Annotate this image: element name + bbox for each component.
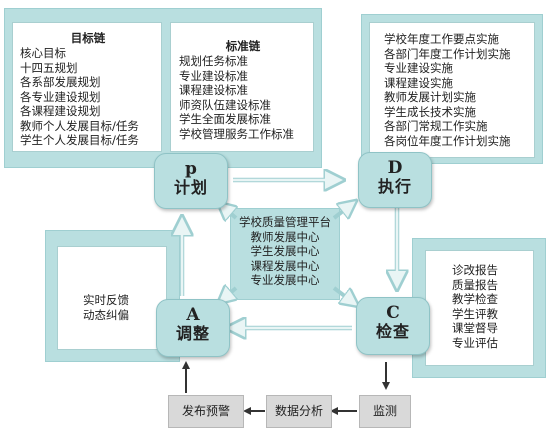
execution-item: 专业建设实施 [384,61,453,75]
center-item: 学校质量管理平台 [239,215,331,229]
act-node: A 调整 [156,299,230,357]
execution-item: 各岗位年度工作计划实施 [384,133,511,148]
standard-item: 课程建设标准 [179,83,248,97]
act-word: 调整 [175,324,210,343]
arrow-center-to-check [332,286,354,303]
execution-item: 教师发展计划实施 [384,90,476,104]
center-platform: 学校质量管理平台 教师发展中心 学生发展中心 课程发展中心 专业发展中心 [230,208,340,300]
do-letter: D [387,158,403,178]
check-list: 诊改报告 质量报告 教学检查 学生评教 课堂督导 专业评估 [452,263,498,350]
standard-item: 学校管理服务工作标准 [179,126,294,141]
monitor-box: 监测 [359,395,411,428]
standard-item: 学生全面发展标准 [179,112,271,126]
center-item: 专业发展中心 [250,273,320,287]
execution-item: 各部门年度工作计划实施 [384,46,511,61]
goal-item: 十四五规划 [20,60,78,75]
check-item: 课堂督导 [452,321,498,335]
center-item: 教师发展中心 [250,229,320,244]
standard-chain-title: 标准链 [225,39,261,53]
arrow-center-to-plan [222,206,236,218]
execution-item: 学生成长技术实施 [384,104,476,119]
execution-item: 课程建设实施 [384,75,453,90]
center-item: 学生发展中心 [250,244,320,258]
check-item: 专业评估 [452,335,498,350]
execution-list: 学校年度工作要点实施 各部门年度工作计划实施 专业建设实施 课程建设实施 教师发… [384,32,511,148]
plan-letter: p [185,159,197,179]
center-item: 课程发展中心 [250,258,320,273]
standard-item: 规划任务标准 [179,54,248,68]
adjust-item: 实时反馈 [83,293,129,307]
goal-item: 各专业建设规划 [20,89,101,104]
adjust-list: 实时反馈 动态纠偏 [83,293,129,322]
execution-item: 学校年度工作要点实施 [384,32,499,46]
do-node: D 执行 [358,152,432,208]
check-item: 诊改报告 [452,263,498,277]
check-item: 学生评教 [452,306,498,321]
adjust-box: 实时反馈 动态纠偏 [57,246,167,350]
check-item: 质量报告 [452,277,498,292]
check-item: 教学检查 [452,292,498,306]
do-word: 执行 [377,177,412,196]
arrow-center-to-do [332,204,352,218]
execution-item: 各部门常规工作实施 [384,119,488,133]
plan-node: p 计划 [154,153,228,209]
analysis-box: 数据分析 [266,395,332,428]
goal-item: 教师个人发展目标/任务 [20,118,139,133]
goal-item: 核心目标 [20,46,66,60]
check-box: 诊改报告 质量报告 教学检查 学生评教 课堂督导 专业评估 [425,250,534,366]
standard-item: 专业建设标准 [179,68,248,83]
standard-item: 师资队伍建设标准 [179,97,271,112]
goal-item: 各系部发展规划 [20,75,101,89]
check-node: C 检查 [356,297,430,355]
act-letter: A [186,305,200,325]
standard-chain-list: 规划任务标准 专业建设标准 课程建设标准 师资队伍建设标准 学生全面发展标准 学… [179,54,294,141]
arrow-center-to-act [222,288,236,300]
check-word: 检查 [375,322,410,341]
goal-chain-box: 目标链 核心目标 十四五规划 各系部发展规划 各专业建设规划 各课程建设规划 教… [12,22,162,152]
goal-item: 学生个人发展目标/任务 [20,133,139,147]
check-letter: C [386,303,400,323]
standard-chain-box: 标准链 规划任务标准 专业建设标准 课程建设标准 师资队伍建设标准 学生全面发展… [170,22,314,152]
adjust-item: 动态纠偏 [83,307,129,322]
execution-box: 学校年度工作要点实施 各部门年度工作计划实施 专业建设实施 课程建设实施 教师发… [369,22,535,158]
goal-item: 各课程建设规划 [20,104,101,118]
plan-word: 计划 [173,178,208,197]
goal-chain-title: 目标链 [70,31,106,45]
warning-box: 发布预警 [168,395,244,428]
goal-chain-list: 核心目标 十四五规划 各系部发展规划 各专业建设规划 各课程建设规划 教师个人发… [20,46,139,148]
center-list: 学校质量管理平台 教师发展中心 学生发展中心 课程发展中心 专业发展中心 [231,215,339,288]
